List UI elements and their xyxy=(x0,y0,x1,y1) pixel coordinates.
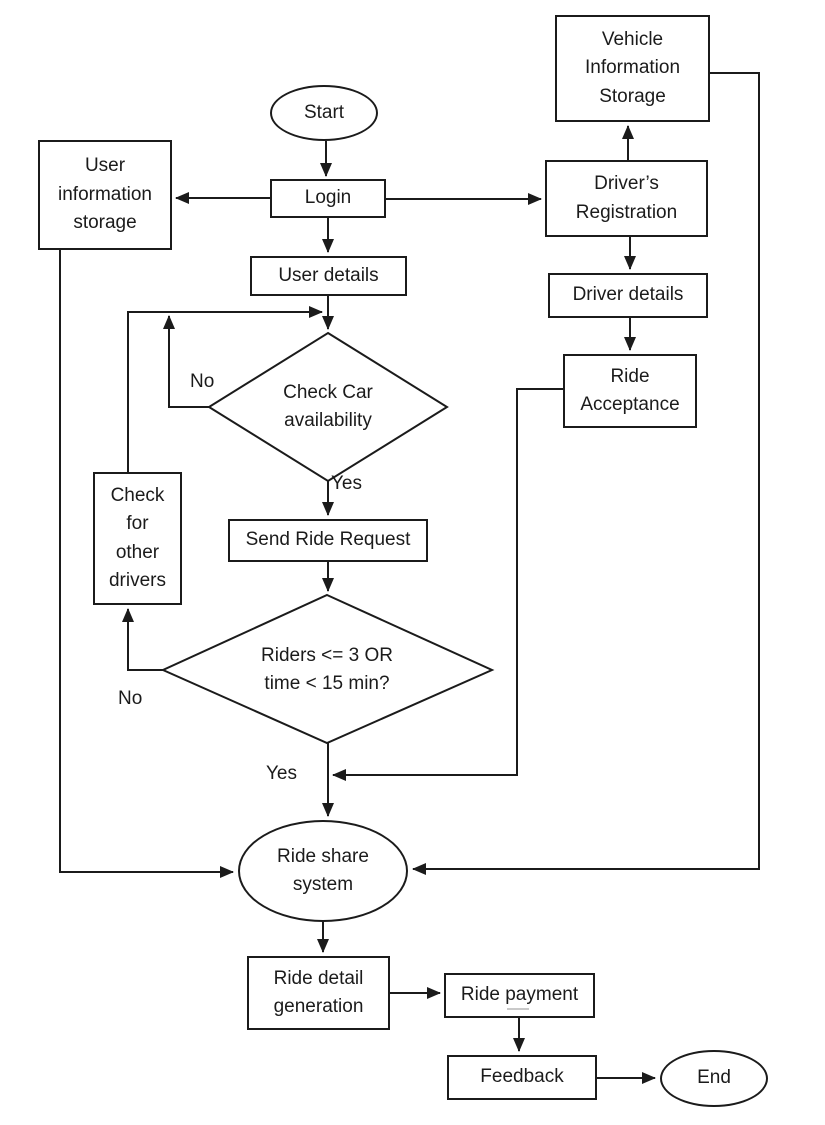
edge-check-car-no-loop xyxy=(163,315,209,408)
label-check-car-no: No xyxy=(190,371,215,392)
edge-vehicle-storage-to-ride-share xyxy=(412,72,760,875)
node-drivers-registration-label: Driver’s Registration xyxy=(575,173,678,223)
label-riders-yes: Yes xyxy=(266,763,297,784)
node-ride-acceptance: Ride Acceptance xyxy=(563,354,697,428)
ride-payment-underline-artifact xyxy=(507,1008,529,1010)
node-ride-share-system-label: Ride share system xyxy=(277,845,369,896)
label-riders-no: No xyxy=(118,688,143,709)
node-ride-detail-generation-label: Ride detail generation xyxy=(273,967,364,1018)
node-feedback-label: Feedback xyxy=(480,1066,564,1088)
edge-riders-no-to-other-drivers xyxy=(122,608,163,671)
node-check-car-availability-label: Check Car availability xyxy=(283,381,373,432)
node-check-for-other-drivers-label: Check for other drivers xyxy=(108,484,166,592)
node-start-label: Start xyxy=(303,101,345,123)
node-ride-detail-generation: Ride detail generation xyxy=(247,956,390,1030)
edge-user-info-storage-to-ride-share xyxy=(59,250,234,878)
edge-ride-acceptance-merge xyxy=(332,388,563,781)
node-user-information-storage-label: User information storage xyxy=(58,155,152,234)
node-login: Login xyxy=(270,179,386,218)
label-check-car-yes: Yes xyxy=(331,473,362,494)
node-end-label: End xyxy=(697,1067,731,1089)
node-start: Start xyxy=(270,85,378,141)
node-vehicle-information-storage: Vehicle Information Storage xyxy=(555,15,710,122)
node-driver-details-label: Driver details xyxy=(572,284,684,306)
node-ride-acceptance-label: Ride Acceptance xyxy=(580,365,680,416)
node-riders-condition-label: Riders <= 3 OR time < 15 min? xyxy=(261,644,393,695)
node-check-car-availability: Check Car availability xyxy=(218,375,438,439)
node-vehicle-information-storage-label: Vehicle Information Storage xyxy=(584,28,681,107)
node-user-details: User details xyxy=(250,256,407,296)
node-login-label: Login xyxy=(304,187,352,209)
node-send-ride-request: Send Ride Request xyxy=(228,519,428,562)
node-driver-details: Driver details xyxy=(548,273,708,318)
node-ride-share-system: Ride share system xyxy=(238,820,408,922)
node-check-for-other-drivers: Check for other drivers xyxy=(93,472,182,605)
node-ride-payment-label: Ride payment xyxy=(460,984,579,1006)
node-ride-payment: Ride payment xyxy=(444,973,595,1018)
node-riders-condition: Riders <= 3 OR time < 15 min? xyxy=(202,638,452,702)
node-feedback: Feedback xyxy=(447,1055,597,1100)
node-drivers-registration: Driver’s Registration xyxy=(545,160,708,237)
node-user-information-storage: User information storage xyxy=(38,140,172,250)
node-send-ride-request-label: Send Ride Request xyxy=(245,529,411,551)
node-user-details-label: User details xyxy=(278,264,379,286)
edge-other-drivers-merge-into-main xyxy=(127,306,323,472)
node-end: End xyxy=(660,1050,768,1107)
